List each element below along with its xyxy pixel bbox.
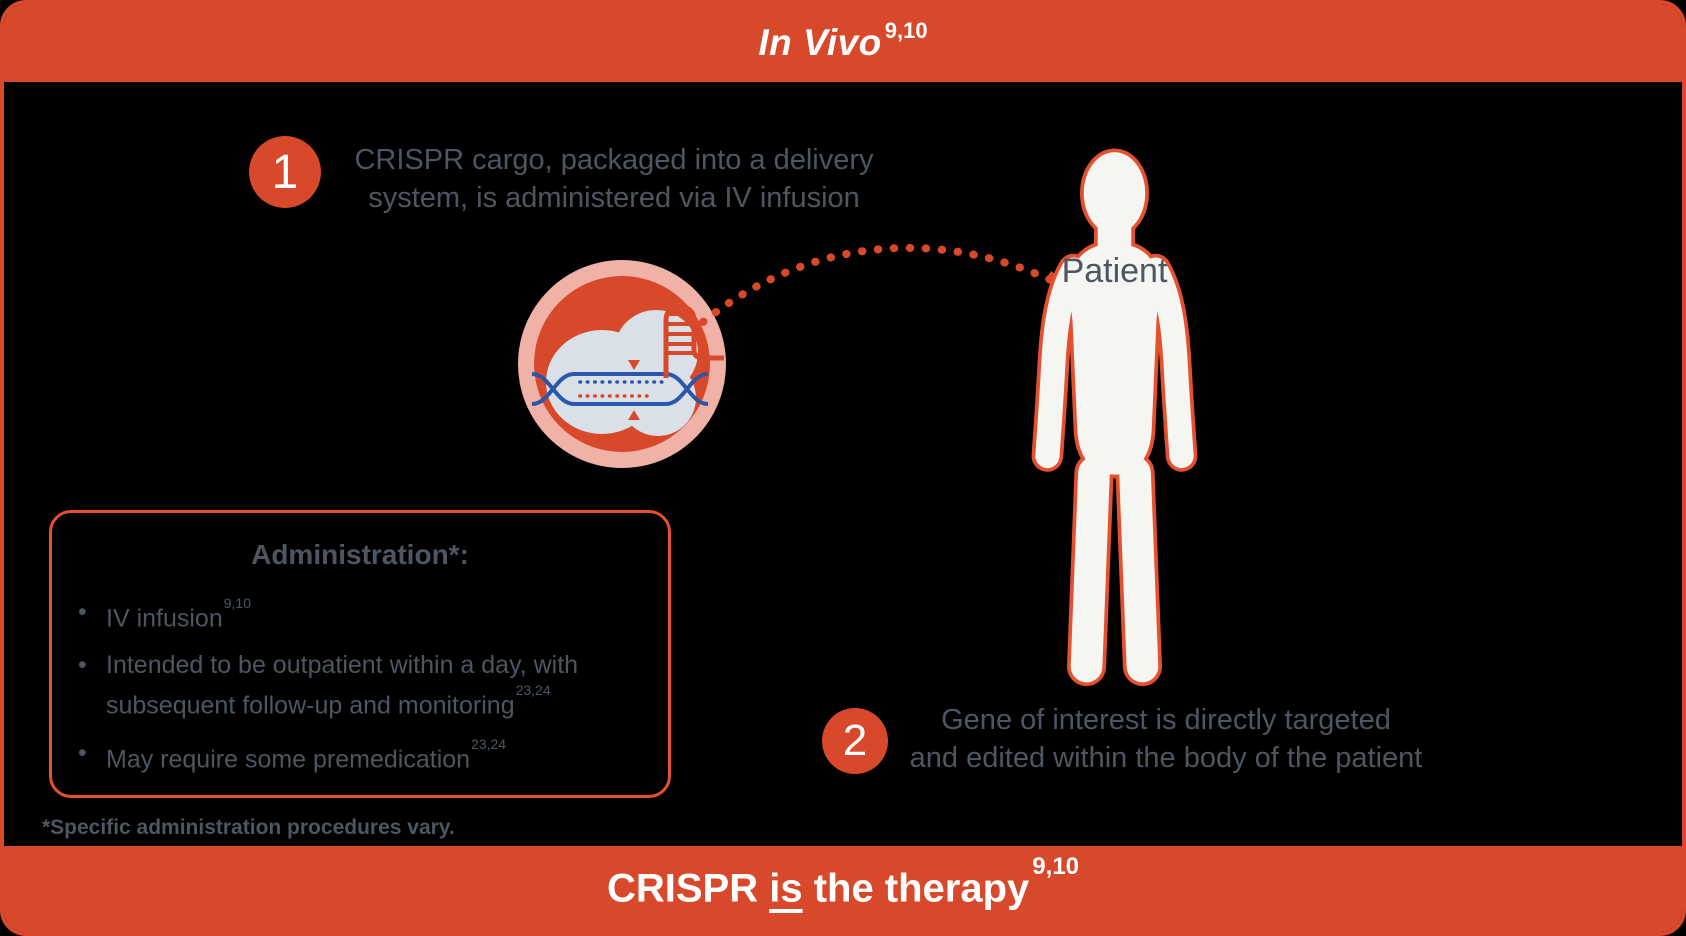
bullet-text: Intended to be outpatient within a day, …	[106, 651, 579, 720]
cut-site-markers	[628, 360, 640, 420]
top-banner: In Vivo 9,10	[4, 4, 1682, 82]
dna-helix	[531, 372, 709, 406]
guide-rna-hairpin	[663, 304, 724, 378]
administration-box: Administration*: • IV infusion9,10 • Int…	[49, 510, 671, 798]
administration-bullet-item: • IV infusion9,10	[78, 595, 652, 635]
bullet-text: May require some premedication23,24	[106, 735, 507, 773]
step-2-number: 2	[842, 716, 868, 765]
step-2-caption: Gene of interest is directly targeted an…	[866, 701, 1466, 777]
step-2-caption-line1: Gene of interest is directly targeted	[941, 704, 1391, 736]
bottom-banner-reference: 9,10	[1032, 853, 1080, 881]
bullet-reference: 23,24	[471, 735, 507, 752]
patient-label: Patient	[1061, 252, 1168, 290]
step-1-caption-line1: CRISPR cargo, packaged into a delivery	[354, 144, 874, 176]
bullet-icon: •	[78, 651, 87, 680]
administration-bullet-item: • Intended to be outpatient within a day…	[78, 648, 652, 722]
footnote: *Specific administration procedures vary…	[42, 816, 455, 839]
step-1-caption-line2: system, is administered via IV infusion	[368, 182, 860, 214]
bullet-icon: •	[78, 598, 87, 626]
administration-bullet-item: • May require some premedication23,24	[78, 736, 652, 776]
step-1-number: 1	[271, 145, 299, 199]
step-1-caption: CRISPR cargo, packaged into a delivery s…	[334, 141, 894, 217]
step-1-number-badge: 1	[249, 136, 321, 208]
patient-silhouette	[1031, 148, 1198, 687]
bullet-reference: 9,10	[223, 595, 251, 611]
bullet-text: IV infusion9,10	[106, 595, 251, 633]
bullet-icon: •	[78, 738, 87, 767]
crispr-cargo-delivery-icon	[518, 260, 726, 468]
top-banner-reference: 9,10	[884, 18, 928, 43]
administration-title: Administration*:	[251, 539, 469, 570]
emphasized-is: is	[769, 866, 803, 911]
administration-bullet-list: • IV infusion9,10 • Intended to be outpa…	[78, 595, 652, 776]
step-2-caption-line2: and edited within the body of the patien…	[909, 742, 1423, 774]
step-2-number-badge: 2	[822, 708, 888, 774]
top-banner-title: In Vivo	[758, 22, 882, 63]
bullet-reference: 23,24	[515, 682, 551, 699]
